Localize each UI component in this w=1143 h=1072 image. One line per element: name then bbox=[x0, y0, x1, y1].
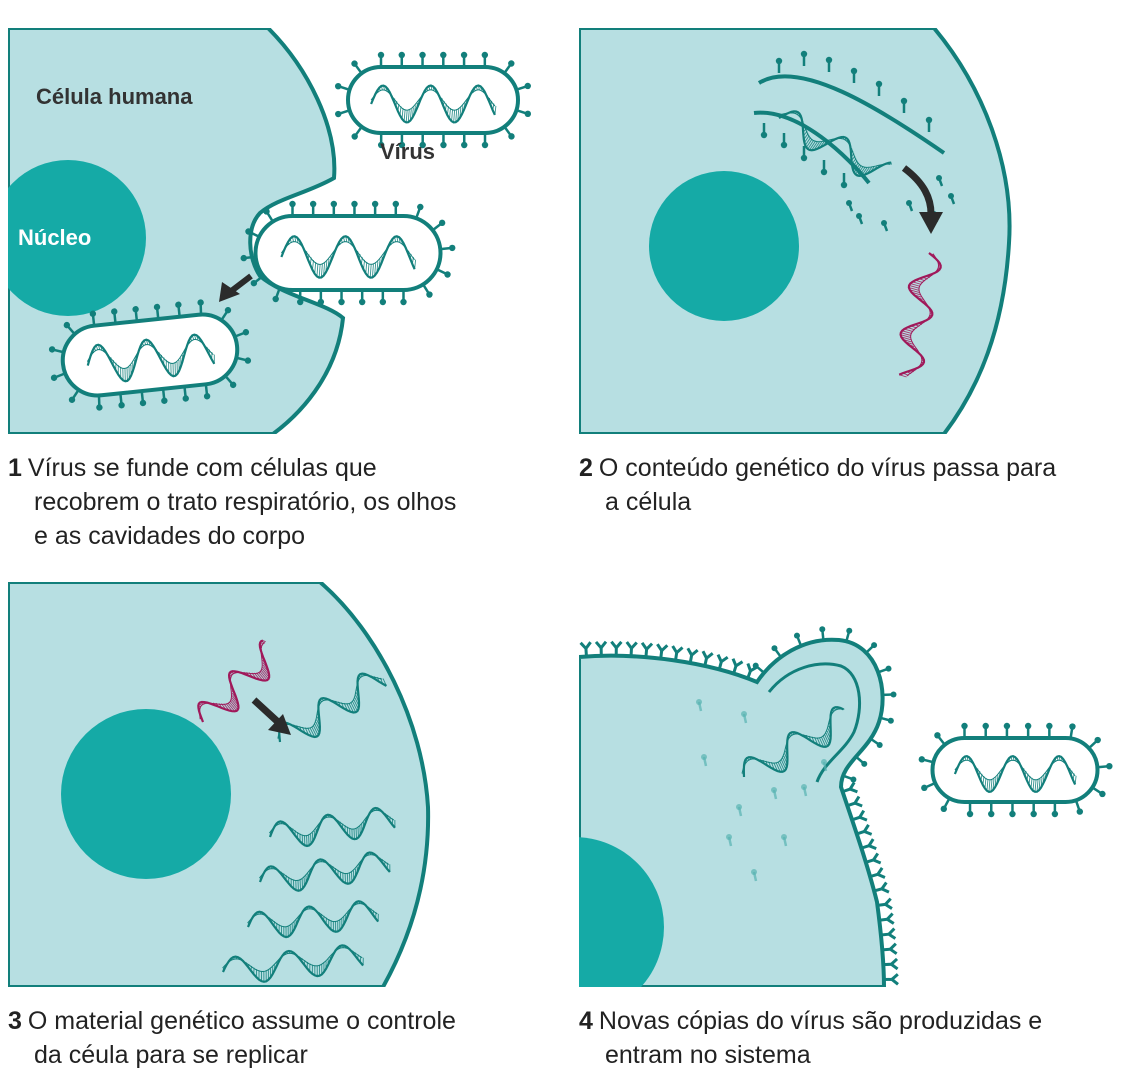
receptor-spike-icon bbox=[870, 868, 885, 878]
receptor-spike-icon bbox=[718, 655, 728, 670]
nucleus bbox=[61, 709, 231, 879]
receptor-spike-icon bbox=[884, 974, 898, 984]
caption-4-line-1: Novas cópias do vírus são produzidas e bbox=[599, 1007, 1042, 1035]
caption-1-line-1: Vírus se funde com células que bbox=[28, 454, 377, 482]
virus-icon bbox=[919, 723, 1113, 817]
panel-4-budding bbox=[579, 582, 1143, 987]
receptor-spike-icon bbox=[611, 642, 621, 656]
caption-4-number: 4 bbox=[579, 1007, 593, 1035]
panel-4-illustration bbox=[579, 582, 1143, 987]
nucleus bbox=[649, 171, 799, 321]
receptor-spike-icon bbox=[847, 796, 862, 805]
caption-2-number: 2 bbox=[579, 454, 593, 482]
label-nucleus: Núcleo bbox=[18, 225, 91, 251]
panel-3-replication bbox=[8, 582, 568, 987]
caption-1-line-3: e as cavidades do corpo bbox=[8, 519, 456, 553]
caption-4-line-2: entram no sistema bbox=[579, 1038, 1042, 1072]
caption-3-number: 3 bbox=[8, 1007, 22, 1035]
panel-2-illustration bbox=[579, 28, 1143, 434]
receptor-spike-icon bbox=[843, 782, 858, 791]
receptor-spike-icon bbox=[852, 811, 867, 820]
receptor-spike-icon bbox=[874, 882, 889, 892]
caption-3-line-1: O material genético assume o controle bbox=[28, 1007, 456, 1035]
receptor-spike-icon bbox=[861, 839, 876, 849]
caption-1-number: 1 bbox=[8, 454, 22, 482]
caption-2-line-2: a célula bbox=[579, 485, 1056, 519]
caption-1-line-2: recobrem o trato respiratório, os olhos bbox=[8, 485, 456, 519]
label-cell: Célula humana bbox=[36, 84, 192, 110]
panel-1-virus-fusion: Célula humana Núcleo Vírus bbox=[8, 28, 568, 434]
caption-3-line-2: da céula para se replicar bbox=[8, 1038, 456, 1072]
receptor-spike-icon bbox=[733, 659, 743, 674]
panel-3-illustration bbox=[8, 582, 568, 987]
receptor-spike-icon bbox=[857, 825, 872, 835]
receptor-spike-icon bbox=[866, 853, 881, 863]
panel-2-genome-entry bbox=[579, 28, 1143, 434]
receptor-spike-icon bbox=[596, 642, 606, 656]
virus-icon bbox=[335, 52, 531, 148]
label-virus: Vírus bbox=[380, 139, 435, 165]
receptor-spike-icon bbox=[703, 651, 713, 666]
caption-2-line-1: O conteúdo genético do vírus passa para bbox=[599, 454, 1056, 482]
